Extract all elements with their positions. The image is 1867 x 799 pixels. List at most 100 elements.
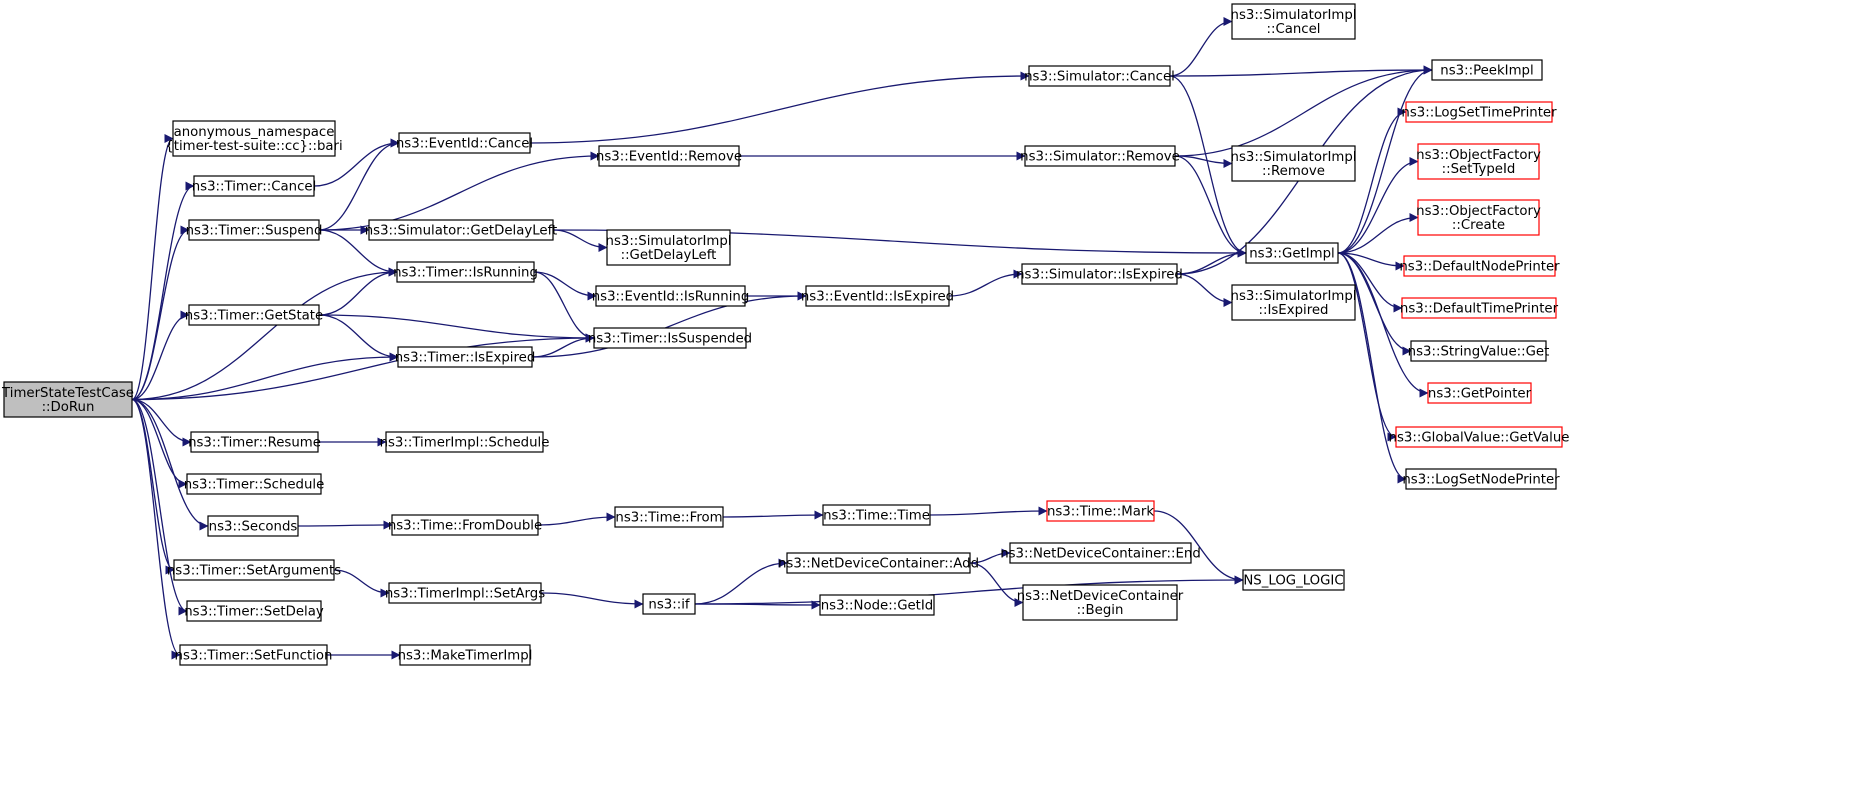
- node-root[interactable]: TimerStateTestCase::DoRun: [1, 381, 134, 418]
- node-box: [1417, 199, 1540, 236]
- edge-getimpl-to-defaultnodeprinter: [1337, 252, 1405, 271]
- node-getpointer[interactable]: ns3::GetPointer: [1427, 382, 1532, 404]
- node-ndc-end[interactable]: ns3::NetDeviceContainer::End: [1000, 542, 1201, 564]
- node-time-fromdouble[interactable]: ns3::Time::FromDouble: [388, 514, 542, 536]
- node-label: ns3::Time::Time: [823, 509, 930, 524]
- node-timer-resume[interactable]: ns3::Timer::Resume: [188, 431, 321, 453]
- edge-path: [131, 398, 192, 447]
- node-sim-cancel[interactable]: ns3::Simulator::Cancel: [1024, 65, 1175, 87]
- node-simimpl-remove[interactable]: ns3::SimulatorImpl::Remove: [1231, 145, 1357, 182]
- node-ndc-begin[interactable]: ns3::NetDeviceContainer::Begin: [1017, 584, 1184, 621]
- node-label: ns3::StringValue::Get: [1408, 345, 1550, 360]
- edge-sim-remove-to-getimpl: [1174, 155, 1247, 258]
- edge-path: [694, 575, 1244, 605]
- node-timer-getstate[interactable]: ns3::Timer::GetState: [185, 304, 323, 326]
- node-seconds[interactable]: ns3::Seconds: [207, 515, 299, 537]
- node-label: ::GetDelayLeft: [621, 248, 717, 263]
- node-logsettimeprinter[interactable]: ns3::LogSetTimePrinter: [1401, 101, 1557, 123]
- node-timer-setargs[interactable]: ns3::Timer::SetArguments: [167, 559, 341, 581]
- node-box: [1046, 500, 1155, 522]
- node-simimpl-cancel[interactable]: ns3::SimulatorImpl::Cancel: [1231, 3, 1357, 40]
- edge-path: [131, 333, 595, 401]
- node-timer-schedule[interactable]: ns3::Timer::Schedule: [184, 473, 325, 495]
- node-box: [819, 594, 935, 616]
- edge-getimpl-to-logsettimeprinter: [1337, 107, 1407, 254]
- node-timer-cancel[interactable]: ns3::Timer::Cancel: [192, 175, 317, 197]
- node-eventid-cancel[interactable]: ns3::EventId::Cancel: [396, 132, 533, 154]
- edge-path: [318, 267, 398, 316]
- node-timer-setdelay[interactable]: ns3::Timer::SetDelay: [184, 600, 324, 622]
- node-timerimpl-setargs[interactable]: ns3::TimerImpl::SetArgs: [385, 582, 545, 604]
- edge-timer-isexpired-to-timer-issuspended: [531, 333, 595, 358]
- node-ns-log-logic[interactable]: NS_LOG_LOGIC: [1242, 569, 1345, 591]
- edge-timer-suspend-to-eventid-cancel: [318, 138, 400, 231]
- node-time-from[interactable]: ns3::Time::From: [614, 506, 724, 528]
- node-peekimpl[interactable]: ns3::PeekImpl: [1431, 59, 1543, 81]
- node-objfactory-create[interactable]: ns3::ObjectFactory::Create: [1416, 199, 1541, 236]
- node-label: ns3::NetDeviceContainer::End: [1000, 547, 1201, 562]
- node-box: [399, 644, 531, 666]
- edge-sim-remove-to-simimpl-remove: [1174, 155, 1233, 168]
- node-simimpl-getdelayleft[interactable]: ns3::SimulatorImpl::GetDelayLeft: [606, 229, 732, 266]
- node-timer-suspend[interactable]: ns3::Timer::Suspend: [186, 219, 323, 241]
- node-simimpl-isexpired[interactable]: ns3::SimulatorImpl::IsExpired: [1231, 284, 1357, 321]
- node-label: ns3::GetImpl: [1249, 247, 1334, 262]
- edge-path: [131, 310, 190, 401]
- node-label: ns3::NetDeviceContainer: [1017, 589, 1184, 604]
- node-getimpl[interactable]: ns3::GetImpl: [1245, 242, 1339, 264]
- node-box: [1417, 143, 1540, 180]
- node-label: ::SetTypeId: [1442, 162, 1516, 177]
- node-box: [1231, 145, 1356, 182]
- edge-root-to-timer-setdelay: [131, 398, 188, 616]
- edge-path: [1337, 252, 1429, 398]
- node-sim-isexpired[interactable]: ns3::Simulator::IsExpired: [1016, 263, 1183, 285]
- node-globalvalue-getvalue[interactable]: ns3::GlobalValue::GetValue: [1389, 426, 1570, 448]
- edge-eventid-isexpired-to-sim-isexpired: [948, 269, 1023, 297]
- node-sim-getdelayleft[interactable]: ns3::Simulator::GetDelayLeft: [365, 219, 558, 241]
- node-box: [595, 285, 746, 307]
- node-timer-isexpired[interactable]: ns3::Timer::IsExpired: [395, 346, 536, 368]
- edge-root-to-timer-suspend: [131, 225, 190, 401]
- edge-root-to-timer-cancel: [131, 181, 195, 401]
- node-label: ns3::Timer::Cancel: [192, 180, 317, 195]
- node-anon-bari[interactable]: anonymous_namespace{timer-test-suite::cc…: [165, 120, 343, 157]
- edge-root-to-seconds: [131, 398, 209, 531]
- node-ns3-if[interactable]: ns3::if: [642, 593, 696, 615]
- node-label: ns3::Timer::Schedule: [184, 478, 325, 493]
- node-timer-isrunning[interactable]: ns3::Timer::IsRunning: [393, 261, 538, 283]
- node-box: [186, 473, 322, 495]
- edge-path: [131, 134, 174, 401]
- node-eventid-isrunning[interactable]: ns3::EventId::IsRunning: [592, 285, 750, 307]
- node-defaultnodeprinter[interactable]: ns3::DefaultNodePrinter: [1399, 255, 1560, 277]
- node-timer-setfunction[interactable]: ns3::Timer::SetFunction: [175, 644, 333, 666]
- node-timerimpl-schedule[interactable]: ns3::TimerImpl::Schedule: [380, 431, 550, 453]
- edge-time-fromdouble-to-time-from: [537, 512, 616, 526]
- node-box: [172, 120, 336, 157]
- node-objfactory-settypeid[interactable]: ns3::ObjectFactory::SetTypeId: [1416, 143, 1541, 180]
- node-label: ns3::PeekImpl: [1440, 64, 1533, 79]
- node-stringvalue-get[interactable]: ns3::StringValue::Get: [1408, 340, 1550, 362]
- node-sim-remove[interactable]: ns3::Simulator::Remove: [1020, 145, 1180, 167]
- node-node-getid[interactable]: ns3::Node::GetId: [819, 594, 935, 616]
- node-ndc-add[interactable]: ns3::NetDeviceContainer::Add: [778, 552, 979, 574]
- node-label: ns3::Timer::IsSuspended: [588, 332, 752, 347]
- edge-path: [969, 548, 1011, 564]
- edge-layer: [131, 17, 1433, 660]
- edge-path: [131, 181, 195, 401]
- node-time-mark[interactable]: ns3::Time::Mark: [1046, 500, 1155, 522]
- node-time-time[interactable]: ns3::Time::Time: [822, 504, 931, 526]
- node-box: [207, 515, 299, 537]
- node-label: ns3::Time::From: [615, 511, 722, 526]
- node-timer-issuspended[interactable]: ns3::Timer::IsSuspended: [588, 327, 752, 349]
- edge-eventid-cancel-to-sim-cancel: [529, 71, 1030, 144]
- node-maketimerimpl[interactable]: ns3::MakeTimerImpl: [398, 644, 533, 666]
- edge-path: [1169, 65, 1433, 77]
- edge-ndc-add-to-ndc-end: [969, 548, 1011, 564]
- node-logsetnodeprinter[interactable]: ns3::LogSetNodePrinter: [1402, 468, 1560, 490]
- node-defaulttimeprinter[interactable]: ns3::DefaultTimePrinter: [1400, 297, 1559, 319]
- node-box: [1024, 145, 1176, 167]
- node-box: [388, 582, 542, 604]
- edge-seconds-to-time-fromdouble: [297, 520, 393, 530]
- node-eventid-remove[interactable]: ns3::EventId::Remove: [596, 145, 742, 167]
- node-eventid-isexpired[interactable]: ns3::EventId::IsExpired: [801, 285, 954, 307]
